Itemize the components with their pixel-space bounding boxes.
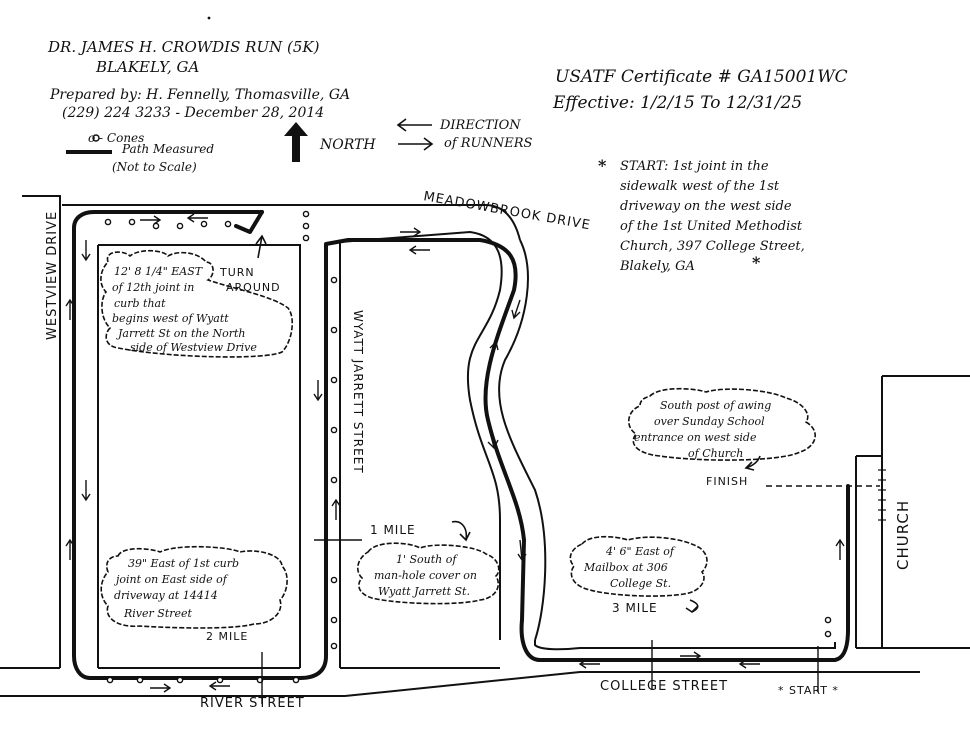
church-wall-ticks	[878, 469, 886, 521]
start-note-4: of the 1st United Methodist	[620, 219, 803, 234]
three-mile-note-cloud	[569, 535, 708, 597]
legend-runners: of RUNNERS	[444, 136, 533, 151]
three-mile-pointer-arrow	[685, 599, 699, 614]
route-direction-arrows	[65, 213, 845, 693]
course-city: BLAKELY, GA	[95, 58, 199, 76]
street-westview: WESTVIEW DRIVE	[45, 211, 60, 340]
one-mile-note-2: man-hole cover on	[374, 569, 477, 582]
start-note-2: sidewalk west of the 1st	[620, 179, 780, 194]
finish-note-3: entrance on west side	[634, 431, 757, 444]
finish-marker: FINISH	[706, 475, 748, 488]
one-mile-note-3: Wyatt Jarrett St.	[378, 585, 470, 598]
prepared-by: Prepared by: H. Fennelly, Thomasville, G…	[49, 87, 350, 103]
church-label: CHURCH	[894, 500, 912, 570]
two-mile-note-4: River Street	[123, 607, 193, 620]
one-mile-note-1: 1' South of	[396, 553, 458, 566]
street-meadowbrook: MEADOWBROOK DRIVE	[422, 189, 592, 233]
turn-around-label-1: TURN	[219, 266, 255, 279]
finish-note-1: South post of awing	[660, 399, 771, 412]
certificate-effective: Effective: 1/2/15 To 12/31/25	[552, 93, 802, 113]
turnaround-note-1: 12' 8 1/4" EAST	[114, 265, 204, 278]
start-marker: * START *	[778, 684, 839, 697]
turn-around-label-2: AROUND	[226, 281, 281, 294]
turnaround-note-6: side of Westview Drive	[130, 341, 257, 354]
two-mile-note-3: driveway at 14414	[114, 589, 218, 602]
course-title: DR. JAMES H. CROWDIS RUN (5K)	[47, 38, 320, 56]
legend-cone-icon	[92, 134, 100, 142]
legend-path: Path Measured	[121, 142, 214, 156]
street-wyatt-jarrett: WYATT JARRETT STREET	[351, 310, 365, 474]
legend-scale: (Not to Scale)	[112, 160, 197, 174]
direction-arrow-right-icon	[398, 137, 434, 151]
two-mile-note-cloud	[100, 545, 288, 629]
finish-note-2: over Sunday School	[654, 415, 765, 428]
turnaround-pointer-arrow	[255, 234, 267, 259]
one-mile-note-cloud	[356, 542, 500, 605]
turnaround-note-2: of 12th joint in	[112, 281, 194, 294]
legend-cones: o - Cones	[88, 131, 144, 145]
finish-note-4: of Church	[688, 447, 743, 460]
three-mile-note-2: Mailbox at 306	[583, 561, 668, 574]
start-note-3: driveway on the west side	[620, 199, 792, 214]
legend-direction: DIRECTION	[439, 118, 521, 133]
start-note-5: Church, 397 College Street,	[620, 239, 805, 254]
three-mile-marker: 3 MILE	[612, 601, 658, 615]
cone-markers	[104, 210, 832, 684]
measured-route	[72, 210, 850, 680]
road-network	[0, 195, 970, 697]
start-star-icon-2: *	[752, 253, 761, 272]
direction-arrow-left-icon	[396, 118, 432, 132]
three-mile-note-3: College St.	[610, 577, 671, 590]
finish-note-cloud	[628, 387, 816, 461]
turnaround-note-5: Jarrett St on the North	[116, 327, 246, 340]
three-mile-note-1: 4' 6" East of	[605, 545, 676, 558]
start-note-6: Blakely, GA	[619, 259, 695, 274]
two-mile-note-2: joint on East side of	[113, 573, 229, 586]
one-mile-marker: 1 MILE	[370, 523, 416, 537]
turnaround-note-4: begins west of Wyatt	[112, 312, 229, 325]
turnaround-note-3: curb that	[114, 297, 166, 310]
two-mile-marker: 2 MILE	[206, 630, 248, 643]
finish-pointer-arrow	[744, 455, 761, 471]
legend-north: NORTH	[319, 137, 376, 153]
turnaround-note-cloud	[100, 249, 294, 358]
start-note-1: START: 1st joint in the	[620, 159, 769, 174]
start-star-icon: *	[598, 156, 607, 175]
ink-dot	[207, 16, 211, 20]
prepared-contact: (229) 224 3233 - December 28, 2014	[62, 105, 324, 121]
street-river: RIVER STREET	[200, 696, 305, 711]
certificate-number: USATF Certificate # GA15001WC	[555, 67, 848, 87]
north-arrow-icon	[284, 122, 308, 162]
street-college: COLLEGE STREET	[600, 679, 728, 694]
two-mile-note-1: 39" East of 1st curb	[128, 557, 239, 570]
one-mile-pointer-arrow	[451, 520, 471, 542]
